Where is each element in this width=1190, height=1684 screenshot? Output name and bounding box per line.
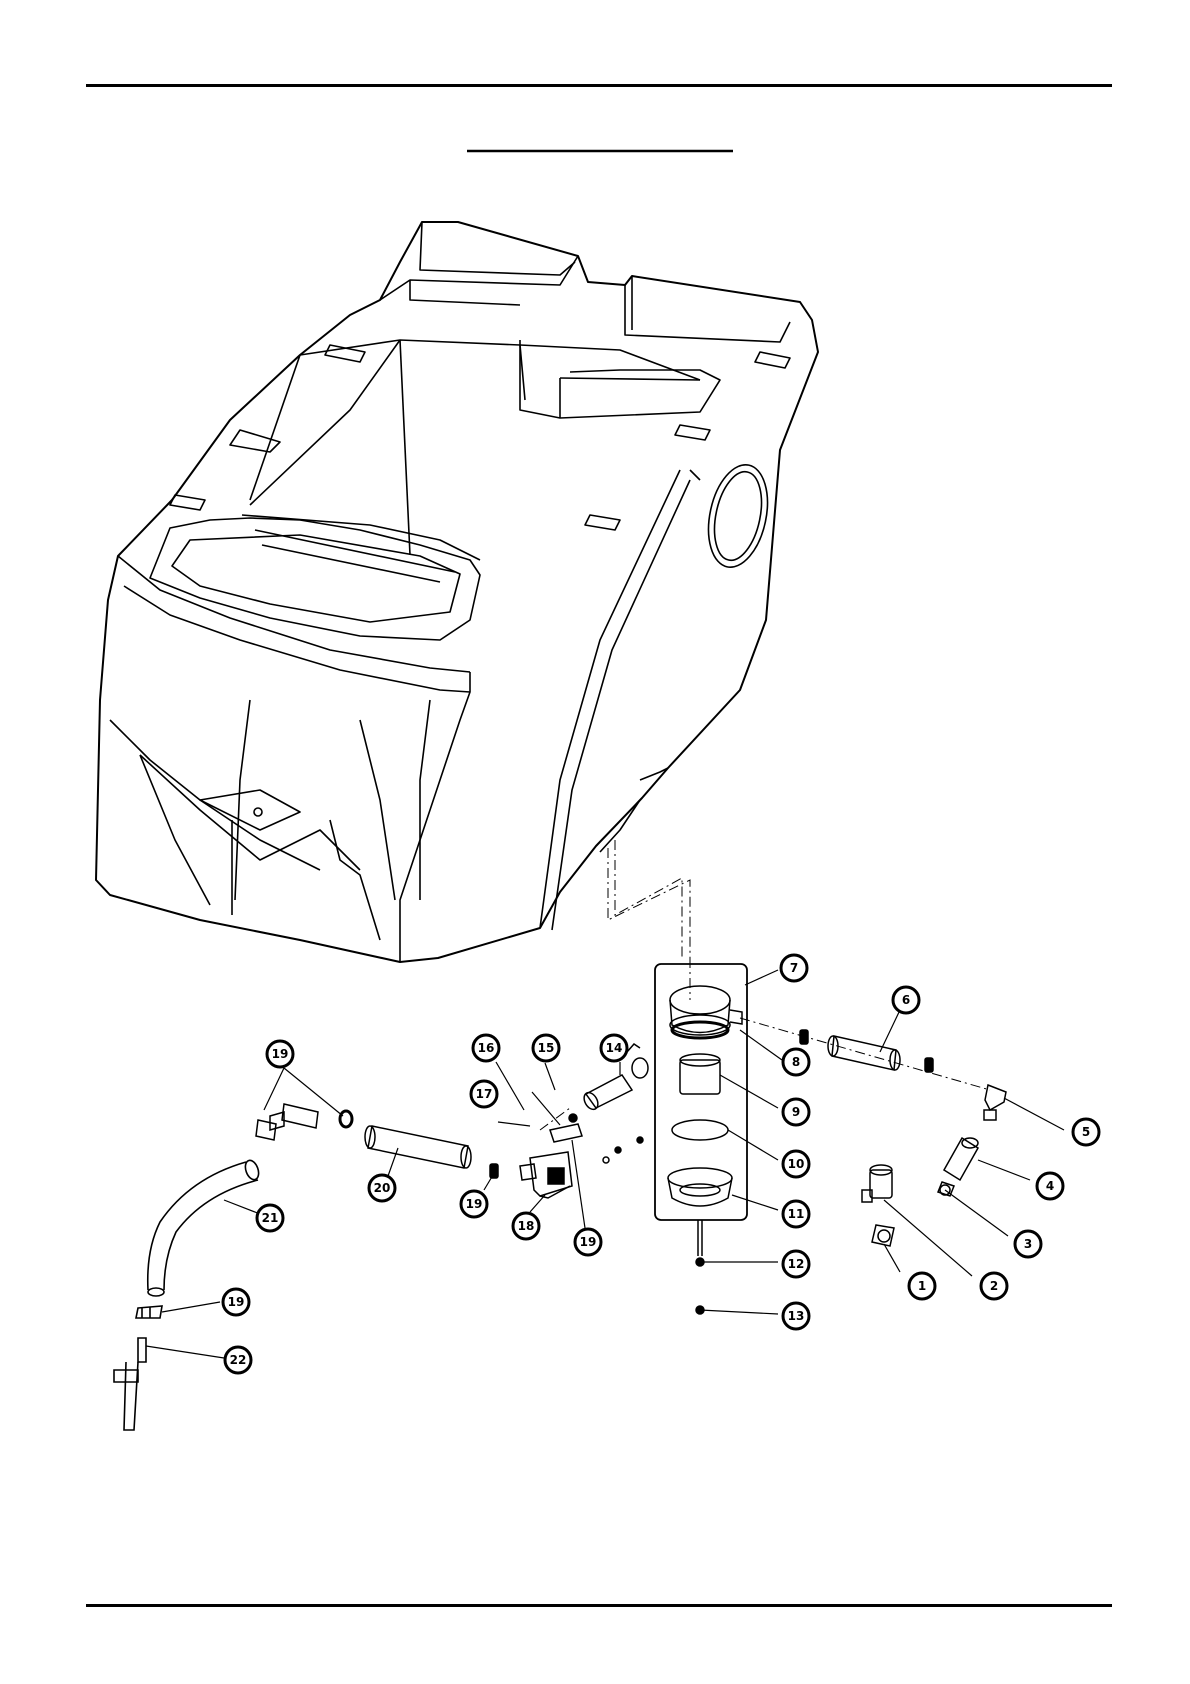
- callout-16: 16: [473, 1035, 499, 1061]
- explode-guide-lines: [540, 840, 990, 1130]
- callout-15: 15: [533, 1035, 559, 1061]
- svg-text:19: 19: [272, 1047, 289, 1061]
- center-plumbing: [256, 1044, 648, 1198]
- svg-text:6: 6: [902, 993, 910, 1007]
- svg-text:3: 3: [1024, 1237, 1032, 1251]
- svg-text:5: 5: [1082, 1125, 1090, 1139]
- callout-4: 4: [1037, 1173, 1063, 1199]
- svg-text:2: 2: [990, 1279, 998, 1293]
- svg-text:15: 15: [538, 1041, 555, 1055]
- callout-9: 9: [783, 1099, 809, 1125]
- svg-text:13: 13: [788, 1309, 805, 1323]
- callout-10: 10: [783, 1151, 809, 1177]
- svg-text:22: 22: [230, 1353, 247, 1367]
- svg-text:11: 11: [788, 1207, 805, 1221]
- svg-text:9: 9: [792, 1105, 800, 1119]
- callout-19-pump: 19: [461, 1191, 487, 1217]
- filter-assembly-parts: [668, 986, 742, 1206]
- svg-text:19: 19: [466, 1197, 483, 1211]
- callout-1: 1: [909, 1273, 935, 1299]
- callouts: 1 2 3 4 5 6 7 8 9 10 11 12 13 14 15 16 1…: [223, 955, 1099, 1373]
- svg-text:4: 4: [1046, 1179, 1054, 1193]
- svg-text:21: 21: [262, 1211, 279, 1225]
- svg-text:19: 19: [580, 1235, 597, 1249]
- callout-17: 17: [471, 1081, 497, 1107]
- callout-19-left: 19: [223, 1289, 249, 1315]
- callout-20: 20: [369, 1175, 395, 1201]
- callout-3: 3: [1015, 1231, 1041, 1257]
- callout-5: 5: [1073, 1119, 1099, 1145]
- drain-bolt: [696, 1220, 704, 1314]
- svg-text:20: 20: [374, 1181, 391, 1195]
- svg-text:7: 7: [790, 961, 798, 975]
- callout-6: 6: [893, 987, 919, 1013]
- svg-text:19: 19: [228, 1295, 245, 1309]
- callout-21: 21: [257, 1205, 283, 1231]
- svg-text:14: 14: [606, 1041, 623, 1055]
- svg-text:1: 1: [918, 1279, 926, 1293]
- callout-13: 13: [783, 1303, 809, 1329]
- callout-18: 18: [513, 1213, 539, 1239]
- callout-11: 11: [783, 1201, 809, 1227]
- svg-text:18: 18: [518, 1219, 535, 1233]
- tank-housing: [96, 222, 818, 962]
- callout-22: 22: [225, 1347, 251, 1373]
- callout-14: 14: [601, 1035, 627, 1061]
- svg-text:8: 8: [792, 1055, 800, 1069]
- callout-2: 2: [981, 1273, 1007, 1299]
- callout-19-top: 19: [267, 1041, 293, 1067]
- callout-19-center: 19: [575, 1229, 601, 1255]
- svg-text:12: 12: [788, 1257, 805, 1271]
- callout-8: 8: [783, 1049, 809, 1075]
- callout-12: 12: [783, 1251, 809, 1277]
- svg-text:10: 10: [788, 1157, 805, 1171]
- svg-text:17: 17: [476, 1087, 493, 1101]
- right-plumbing: [800, 1030, 1006, 1246]
- svg-text:16: 16: [478, 1041, 495, 1055]
- callout-7: 7: [781, 955, 807, 981]
